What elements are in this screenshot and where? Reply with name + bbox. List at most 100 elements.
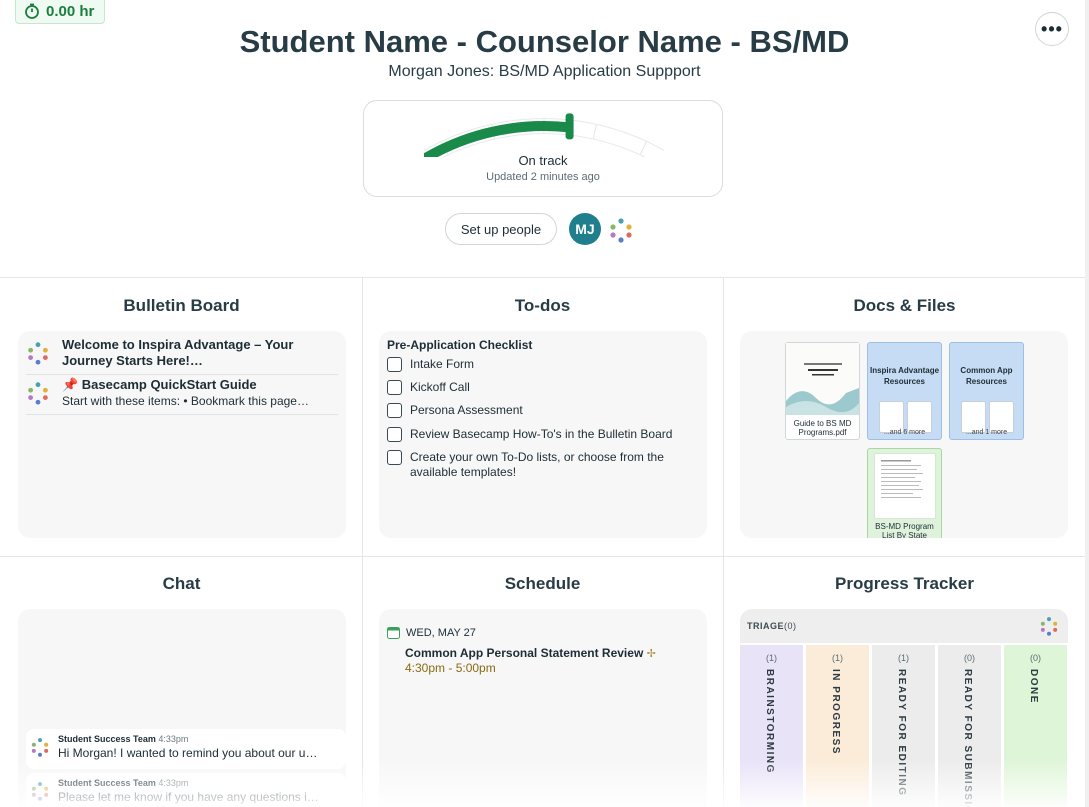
chat-text: Hi Morgan! I wanted to remind you about …: [58, 746, 318, 760]
basecamp-dots-icon: [31, 738, 49, 757]
folder-inspira-resources[interactable]: Inspira Advantage Resources ...and 6 mor…: [867, 342, 942, 440]
pdf-name: Guide to BS MD Programs.pdf: [793, 419, 852, 437]
scrollbar[interactable]: [1085, 0, 1089, 807]
triage-label: TRIAGE: [747, 621, 785, 631]
schedule-date: WED, MAY 27: [387, 627, 476, 639]
timer-value: 0.00 hr: [46, 2, 95, 20]
ellipsis-icon: •••: [1041, 18, 1063, 39]
calendar-icon: [387, 627, 400, 639]
tracker-column-ready-for-editing[interactable]: (1) READY FOR EDITING: [872, 645, 935, 807]
basecamp-dots-icon: [28, 382, 48, 405]
bulletin-item-title: 📌 Basecamp QuickStart Guide: [62, 377, 257, 392]
bulletin-item[interactable]: Welcome to Inspira Advantage – Your Jour…: [26, 337, 338, 375]
schedule-title[interactable]: Schedule: [504, 574, 581, 593]
column-count: (0): [1030, 653, 1041, 663]
bulletin-board-title[interactable]: Bulletin Board: [123, 296, 240, 315]
column-count: (1): [832, 653, 843, 663]
progress-tracker-panel[interactable]: TRIAGE(0) (1)BRAINSTORMING (1)IN PROGRES…: [740, 609, 1068, 807]
basecamp-dots-icon: [28, 342, 48, 365]
folder-common-app-resources[interactable]: Common App Resources ...and 1 more: [949, 342, 1024, 440]
triage-bar[interactable]: TRIAGE(0): [740, 609, 1068, 643]
tracker-column-in-progress[interactable]: (1) IN PROGRESS: [806, 645, 869, 807]
chat-title[interactable]: Chat: [162, 574, 201, 593]
todo-item[interactable]: Persona Assessment: [387, 403, 697, 418]
progress-gauge-card[interactable]: On track Updated 2 minutes ago: [363, 100, 723, 197]
docs-files-panel[interactable]: Guide to BS MD Programs.pdf Inspira Adva…: [740, 331, 1068, 538]
column-count: (0): [964, 653, 975, 663]
folder-name: Common App Resources: [960, 366, 1013, 386]
project-title: Student Name - Counselor Name - BS/MD: [239, 24, 850, 59]
avatar[interactable]: MJ: [569, 213, 601, 245]
timer-badge[interactable]: 0.00 hr: [15, 0, 106, 24]
column-count: (1): [898, 653, 909, 663]
triage-count: (0): [784, 621, 797, 631]
basecamp-dots-icon: [31, 782, 49, 801]
schedule-date-label: WED, MAY 27: [406, 627, 476, 639]
gauge-fill: [424, 121, 571, 157]
todos-title[interactable]: To-dos: [514, 296, 571, 315]
chat-panel[interactable]: Student Success Team 4:33pm Hi Morgan! I…: [18, 609, 346, 807]
project-subtitle: Morgan Jones: BS/MD Application Suppport: [388, 63, 701, 80]
schedule-event-time: 4:30pm - 5:00pm: [405, 661, 496, 675]
todo-checkbox[interactable]: [387, 380, 402, 395]
basecamp-dots-icon: [610, 218, 632, 243]
bulletin-item-excerpt: Start with these items: • Bookmark this …: [62, 394, 309, 408]
schedule-event-title: Common App Personal Statement Review: [405, 646, 644, 660]
todo-label: Kickoff Call: [410, 380, 470, 394]
tracker-column-done[interactable]: (0) DONE: [1004, 645, 1067, 807]
more-options-button[interactable]: •••: [1035, 12, 1069, 46]
tracker-column-ready-for-submission[interactable]: (0)READY FOR SUBMISSION: [938, 645, 1001, 807]
schedule-event[interactable]: Common App Personal Statement Review ✢: [405, 646, 656, 660]
todo-checkbox[interactable]: [387, 357, 402, 372]
folder-more-count: ...and 1 more: [965, 429, 1008, 436]
pdf-document[interactable]: Guide to BS MD Programs.pdf: [785, 342, 860, 440]
column-label: BRAINSTORMING: [764, 669, 775, 774]
todos-panel[interactable]: Pre-Application Checklist Intake Form Ki…: [379, 331, 707, 538]
sparkle-icon: ✢: [646, 648, 656, 660]
chat-message[interactable]: Student Success Team 4:33pm Please let m…: [26, 773, 346, 807]
folder-preview: [907, 401, 932, 433]
chat-text: Please let me know if you have any quest…: [58, 790, 319, 804]
gauge-status: On track: [518, 153, 568, 168]
chat-time: 4:33pm: [158, 778, 189, 788]
gauge-handle[interactable]: [565, 113, 574, 140]
todo-item[interactable]: Review Basecamp How-To's in the Bulletin…: [387, 427, 697, 442]
column-label: IN PROGRESS: [830, 669, 841, 755]
bulletin-board-panel[interactable]: Welcome to Inspira Advantage – Your Jour…: [18, 331, 346, 538]
folder-name: Inspira Advantage Resources: [869, 366, 940, 386]
todo-label: Intake Form: [410, 357, 475, 371]
gauge-tick: [592, 124, 597, 139]
docs-files-title[interactable]: Docs & Files: [853, 296, 956, 315]
chat-message[interactable]: Student Success Team 4:33pm Hi Morgan! I…: [26, 729, 346, 769]
chat-author: Student Success Team: [58, 734, 156, 744]
gauge-tick: [639, 141, 647, 155]
column-count: (1): [766, 653, 777, 663]
tracker-column-brainstorming[interactable]: (1) BRAINSTORMING: [740, 645, 803, 807]
todo-item[interactable]: Intake Form: [387, 357, 697, 372]
todo-checkbox[interactable]: [387, 450, 402, 465]
gauge-updated: Updated 2 minutes ago: [486, 171, 600, 183]
folder-preview: [989, 401, 1014, 433]
todo-checkbox[interactable]: [387, 403, 402, 418]
todo-checkbox[interactable]: [387, 427, 402, 442]
folder-bsmd-program-list[interactable]: BS-MD Program List By State: [867, 448, 942, 538]
todo-label: Create your own To-Do lists, or choose f…: [410, 450, 664, 479]
column-label: DONE: [1028, 669, 1039, 704]
column-label: READY FOR EDITING: [896, 669, 907, 797]
todo-item[interactable]: Create your own To-Do lists, or choose f…: [387, 450, 697, 480]
set-up-people-button[interactable]: Set up people: [445, 213, 557, 245]
progress-gauge: [424, 113, 664, 157]
stopwatch-icon: [25, 3, 39, 19]
chat-author: Student Success Team: [58, 778, 156, 788]
bulletin-item-title: Welcome to Inspira Advantage – Your Jour…: [62, 337, 294, 368]
schedule-panel[interactable]: WED, MAY 27 Common App Personal Statemen…: [379, 609, 707, 807]
folder-preview: [961, 401, 986, 433]
folder-preview: [879, 401, 904, 433]
progress-tracker-title[interactable]: Progress Tracker: [835, 574, 974, 593]
todo-item[interactable]: Kickoff Call: [387, 380, 697, 395]
todo-label: Review Basecamp How-To's in the Bulletin…: [410, 427, 673, 441]
todo-list-name[interactable]: Pre-Application Checklist: [387, 338, 533, 352]
folder-name: BS-MD Program List By State: [875, 522, 934, 538]
folder-more-count: ...and 6 more: [883, 429, 926, 436]
